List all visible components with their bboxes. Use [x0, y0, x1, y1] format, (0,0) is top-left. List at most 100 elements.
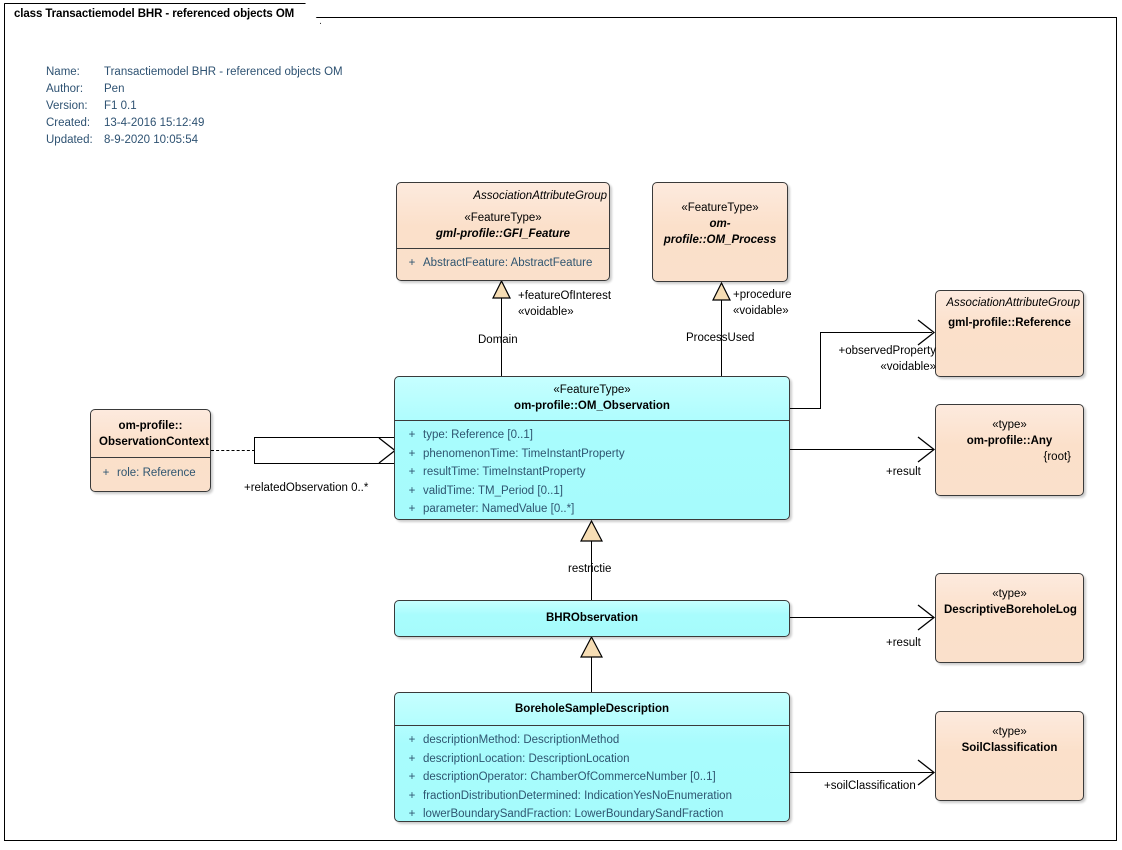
- class-name-descriptiveboreholelog: DescriptiveBoreholeLog: [944, 604, 1077, 616]
- class-header-reference: AssociationAttributeGroup gml-profile::R…: [936, 291, 1083, 337]
- stereotype-associationattributegroup: AssociationAttributeGroup: [473, 190, 607, 202]
- class-gml-profile-reference[interactable]: AssociationAttributeGroup gml-profile::R…: [935, 290, 1084, 377]
- edge-label-restrictie: restrictie: [568, 563, 612, 575]
- connector-relatedobservation-dashed: [211, 450, 255, 451]
- meta-row-created: Created: 13-4-2016 15:12:49: [46, 115, 343, 132]
- class-name-observationcontext-line2: ObservationContext: [99, 436, 209, 448]
- class-bhrobservation[interactable]: BHRObservation: [394, 600, 790, 637]
- attribute-row: + AbstractFeature: AbstractFeature: [401, 254, 605, 273]
- class-separator: [395, 725, 789, 727]
- edge-label-soilclassification: +soilClassification: [824, 780, 916, 792]
- meta-row-name: Name: Transactiemodel BHR - referenced o…: [46, 64, 343, 81]
- visibility-marker: +: [408, 484, 416, 497]
- class-separator: [91, 457, 210, 459]
- connector-restrictie: [591, 530, 593, 600]
- class-name-om-process: om-profile::OM_Process: [663, 218, 777, 246]
- meta-row-author: Author: Pen: [46, 81, 343, 98]
- visibility-marker: +: [408, 429, 416, 442]
- class-name-reference: gml-profile::Reference: [948, 317, 1071, 329]
- class-header-any: «type» om-profile::Any {root}: [936, 405, 1083, 471]
- class-name-any: om-profile::Any: [966, 435, 1053, 447]
- class-om-profile-om-observation[interactable]: «FeatureType» om-profile::OM_Observation…: [394, 376, 790, 520]
- connector-observedproperty-seg3: [820, 332, 932, 334]
- visibility-marker: +: [102, 467, 110, 480]
- edge-label-procedure-role: +procedure: [733, 289, 792, 301]
- class-header-descriptiveboreholelog: «type» DescriptiveBoreholeLog: [936, 574, 1083, 624]
- attribute-text: validTime: TM_Period [0..1]: [423, 484, 563, 497]
- visibility-marker: +: [408, 503, 416, 516]
- attribute-text: resultTime: TimeInstantProperty: [423, 466, 586, 479]
- meta-label-updated: Updated:: [46, 134, 93, 146]
- stereotype-type: «type»: [992, 588, 1027, 600]
- attribute-text: descriptionLocation: DescriptionLocation: [423, 752, 630, 765]
- attribute-row: + resultTime: TimeInstantProperty: [401, 463, 785, 482]
- attribute-row: + lowerBoundarySandFraction: LowerBounda…: [401, 805, 785, 821]
- meta-label-version: Version:: [46, 100, 88, 112]
- attribute-list-gfi-feature: + AbstractFeature: AbstractFeature: [397, 249, 609, 278]
- attribute-text: role: Reference: [117, 467, 196, 480]
- class-om-profile-om-process[interactable]: «FeatureType» om-profile::OM_Process: [652, 182, 788, 282]
- meta-value-created: 13-4-2016 15:12:49: [104, 117, 205, 129]
- attribute-row: + descriptionOperator: ChamberOfCommerce…: [401, 768, 785, 787]
- class-om-profile-observationcontext[interactable]: om-profile:: ObservationContext + role: …: [90, 409, 211, 492]
- attribute-row: + descriptionMethod: DescriptionMethod: [401, 731, 785, 750]
- attribute-list-om-observation: + type: Reference [0..1] + phenomenonTim…: [395, 421, 789, 519]
- class-header-bhrobservation: BHRObservation: [395, 601, 789, 632]
- class-om-profile-any[interactable]: «type» om-profile::Any {root}: [935, 404, 1084, 496]
- attribute-list-observationcontext: + role: Reference: [91, 458, 210, 488]
- edge-label-domain: Domain: [478, 334, 518, 346]
- meta-value-updated: 8-9-2020 10:05:54: [104, 134, 198, 146]
- meta-row-version: Version: F1 0.1: [46, 98, 343, 115]
- connector-result-any: [790, 449, 933, 451]
- visibility-marker: +: [408, 447, 416, 460]
- attribute-text: fractionDistributionDetermined: Indicati…: [423, 789, 732, 802]
- edge-label-procedure-stereotype: «voidable»: [733, 305, 789, 317]
- visibility-marker: +: [408, 752, 416, 765]
- class-separator: [395, 420, 789, 422]
- class-descriptiveboreholelog[interactable]: «type» DescriptiveBoreholeLog: [935, 573, 1084, 663]
- attribute-text: parameter: NamedValue [0..*]: [423, 503, 575, 516]
- class-header-observationcontext: om-profile:: ObservationContext: [91, 410, 210, 457]
- class-name-observationcontext-line1: om-profile::: [118, 420, 183, 432]
- visibility-marker: +: [408, 808, 416, 821]
- class-header-om-process: «FeatureType» om-profile::OM_Process: [653, 183, 787, 254]
- meta-label-name: Name:: [46, 66, 80, 78]
- edge-label-result-log: +result: [886, 637, 921, 649]
- connector-observedproperty-seg2: [820, 332, 822, 409]
- diagram-title-tab: class Transactiemodel BHR - referenced o…: [4, 3, 321, 24]
- attribute-text: lowerBoundarySandFraction: LowerBoundary…: [423, 808, 724, 821]
- attribute-text: phenomenonTime: TimeInstantProperty: [423, 447, 625, 460]
- class-name-boreholesampledescription: BoreholeSampleDescription: [514, 703, 669, 715]
- class-gml-profile-gfi-feature[interactable]: AssociationAttributeGroup «FeatureType» …: [396, 182, 610, 281]
- diagram-metadata: Name: Transactiemodel BHR - referenced o…: [46, 64, 343, 149]
- meta-row-updated: Updated: 8-9-2020 10:05:54: [46, 132, 343, 149]
- class-name-bhrobservation: BHRObservation: [545, 612, 639, 624]
- attribute-text: descriptionOperator: ChamberOfCommerceNu…: [423, 771, 716, 784]
- visibility-marker: +: [408, 466, 416, 479]
- attribute-row: + parameter: NamedValue [0..*]: [401, 500, 785, 519]
- visibility-marker: +: [408, 789, 416, 802]
- connector-process-used: [721, 288, 723, 376]
- edge-label-relatedobservation: +relatedObservation 0..*: [244, 482, 369, 494]
- attribute-row: + fractionDistributionDetermined: Indica…: [401, 787, 785, 806]
- class-name-gfi-feature: gml-profile::GFI_Feature: [435, 228, 571, 240]
- edge-label-featureofinterest-role: +featureOfInterest: [518, 290, 612, 302]
- class-name-om-observation: om-profile::OM_Observation: [514, 400, 670, 412]
- attribute-text: AbstractFeature: AbstractFeature: [423, 257, 593, 270]
- class-name-soilclassification: SoilClassification: [961, 742, 1058, 754]
- class-boreholesampledescription[interactable]: BoreholeSampleDescription + descriptionM…: [394, 692, 790, 822]
- class-header-boreholesampledescription: BoreholeSampleDescription: [395, 693, 789, 725]
- stereotype-featuretype: «FeatureType»: [553, 384, 631, 396]
- edge-label-observedproperty-stereotype: «voidable»: [880, 361, 936, 373]
- connector-result-log: [789, 617, 933, 619]
- stereotype-type: «type»: [992, 726, 1027, 738]
- visibility-marker: +: [408, 771, 416, 784]
- class-soilclassification[interactable]: «type» SoilClassification: [935, 711, 1084, 801]
- attribute-text: descriptionMethod: DescriptionMethod: [423, 734, 620, 747]
- connector-soilclassification: [789, 772, 933, 774]
- edge-label-observedproperty-role: +observedProperty: [838, 345, 937, 357]
- connector-domain: [501, 286, 503, 376]
- meta-label-author: Author:: [46, 83, 84, 95]
- visibility-marker: +: [408, 734, 416, 747]
